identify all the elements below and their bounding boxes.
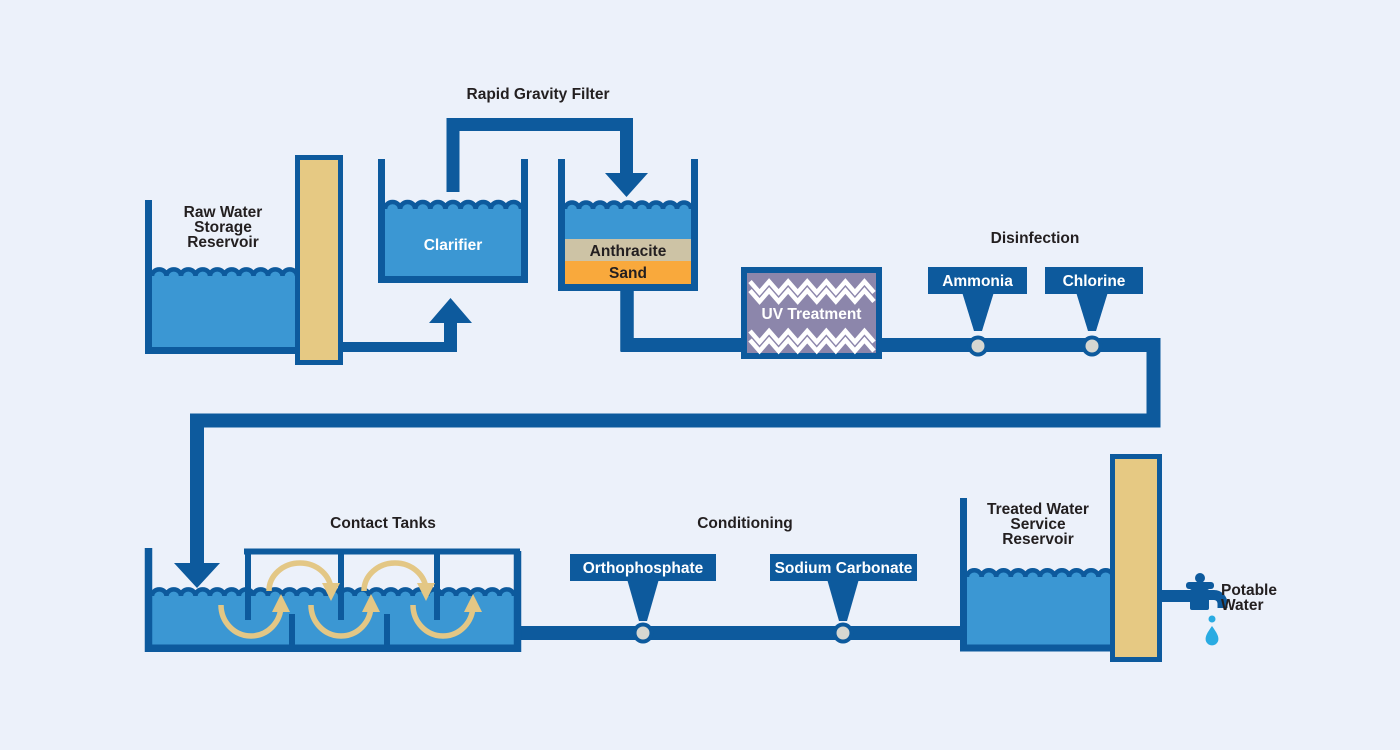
contact-tanks-title: Contact Tanks — [330, 515, 436, 532]
uv-wave-icon — [748, 278, 876, 296]
uv-treatment-unit: UV Treatment — [741, 267, 882, 359]
orthophosphate-box — [570, 554, 716, 581]
clarifier-tank: Clarifier — [378, 159, 528, 283]
sand-label: Sand — [609, 265, 647, 282]
circulation-arrowhead-icon — [272, 594, 290, 612]
arrow-down-into-contact-tanks-icon — [174, 563, 220, 588]
potable-water-outlet: Potable Water — [1186, 573, 1277, 646]
sodium-carbonate-label: Sodium Carbonate — [775, 560, 913, 577]
uv-wave-icon — [748, 287, 876, 305]
raw-reservoir-wave — [149, 267, 300, 277]
water-drop-small-icon — [1208, 615, 1216, 623]
conditioning-title: Conditioning — [697, 515, 793, 532]
orthophosphate-label: Orthophosphate — [583, 560, 704, 577]
chlorine-pointer — [1076, 292, 1108, 331]
circulation-arrowhead-icon — [464, 594, 482, 612]
rapid-gravity-filter-tank: Rapid Gravity Filter Anthracite Sand — [467, 86, 698, 291]
uv-wave-icon — [748, 327, 876, 346]
potable-water-label-line1: Potable — [1221, 582, 1277, 599]
circulation-arrow-under-icon — [410, 604, 476, 639]
pipe-clarifier-to-filter — [446, 118, 633, 192]
treated-water-reservoir: Treated Water Service Reservoir — [960, 454, 1162, 662]
chlorine-box — [1045, 267, 1143, 294]
potable-water-label-line2: Water — [1221, 597, 1264, 614]
raw-reservoir-label-line1: Raw Water — [184, 204, 263, 221]
circulation-arrowhead-icon — [322, 583, 340, 601]
circulation-arrow-over-icon — [266, 560, 334, 592]
arrow-down-into-filter-icon — [605, 173, 648, 197]
conditioning-section: Conditioning Orthophosphate Sodium Carbo… — [570, 515, 917, 644]
treated-reservoir-label-line2: Service — [1010, 516, 1066, 533]
chlorine-injection-core — [1085, 339, 1099, 353]
chlorine-callout: Chlorine — [1045, 267, 1143, 357]
treated-reservoir-water — [967, 570, 1113, 645]
treated-reservoir-walls — [960, 498, 1113, 652]
sodium-carbonate-box — [770, 554, 917, 581]
uv-treatment-label: UV Treatment — [762, 306, 862, 323]
faucet-body — [1190, 589, 1209, 610]
raw-reservoir-walls — [145, 200, 299, 354]
arrow-up-into-clarifier-icon — [429, 298, 472, 323]
clarifier-water — [385, 202, 521, 277]
faucet-handle-bar — [1186, 582, 1214, 589]
circulation-arrowhead-icon — [417, 583, 435, 601]
sodium-carbonate-injection-core — [836, 626, 850, 640]
clarifier-label: Clarifier — [424, 237, 483, 254]
circulation-arrowhead-icon — [362, 594, 380, 612]
circulation-arrow-over-icon — [361, 560, 429, 592]
raw-reservoir-label-line3: Reservoir — [187, 234, 259, 251]
clarifier-walls — [378, 159, 528, 283]
faucet-handle-knob — [1195, 573, 1205, 583]
contact-tanks: Contact Tanks — [144, 515, 522, 652]
faucet-icon — [1186, 573, 1228, 610]
orthophosphate-callout: Orthophosphate — [570, 554, 716, 644]
raw-reservoir-water — [152, 269, 297, 348]
chlorine-label: Chlorine — [1063, 273, 1126, 290]
disinfection-title: Disinfection — [991, 230, 1080, 247]
sodium-carbonate-callout: Sodium Carbonate — [770, 554, 917, 644]
ammonia-label: Ammonia — [942, 273, 1013, 290]
sand-layer — [565, 261, 691, 284]
treated-reservoir-label-line1: Treated Water — [987, 501, 1089, 518]
filter-walls — [558, 159, 698, 291]
circulation-arrow-under-icon — [308, 604, 374, 639]
uv-wave-icon — [748, 336, 876, 355]
ammonia-callout: Ammonia — [928, 267, 1027, 357]
orthophosphate-pointer — [627, 579, 659, 621]
ammonia-box — [928, 267, 1027, 294]
orthophosphate-injection-core — [636, 626, 650, 640]
anthracite-layer — [565, 239, 691, 261]
anthracite-label: Anthracite — [590, 243, 667, 260]
faucet-spout — [1208, 590, 1228, 608]
treated-reservoir-label-line3: Reservoir — [1002, 531, 1074, 548]
disinfection-section: Disinfection Ammonia Chlorine — [928, 230, 1143, 357]
ammonia-injection-core — [971, 339, 985, 353]
clarifier-wave — [382, 199, 524, 210]
filter-wave — [562, 200, 694, 210]
contact-tanks-walls — [144, 548, 522, 652]
ammonia-pointer — [962, 292, 994, 331]
circulation-arrow-under-icon — [218, 604, 284, 639]
raw-water-reservoir: Raw Water Storage Reservoir — [145, 155, 343, 365]
sodium-carbonate-pointer — [827, 579, 859, 621]
rapid-gravity-filter-title: Rapid Gravity Filter — [467, 86, 610, 103]
filter-water — [565, 202, 691, 242]
water-drop-icon — [1205, 626, 1219, 646]
treated-reservoir-wave — [964, 568, 1116, 578]
raw-reservoir-outlet-wall — [295, 155, 343, 365]
raw-reservoir-label-line2: Storage — [194, 219, 252, 236]
treated-reservoir-outlet-wall — [1110, 454, 1162, 662]
